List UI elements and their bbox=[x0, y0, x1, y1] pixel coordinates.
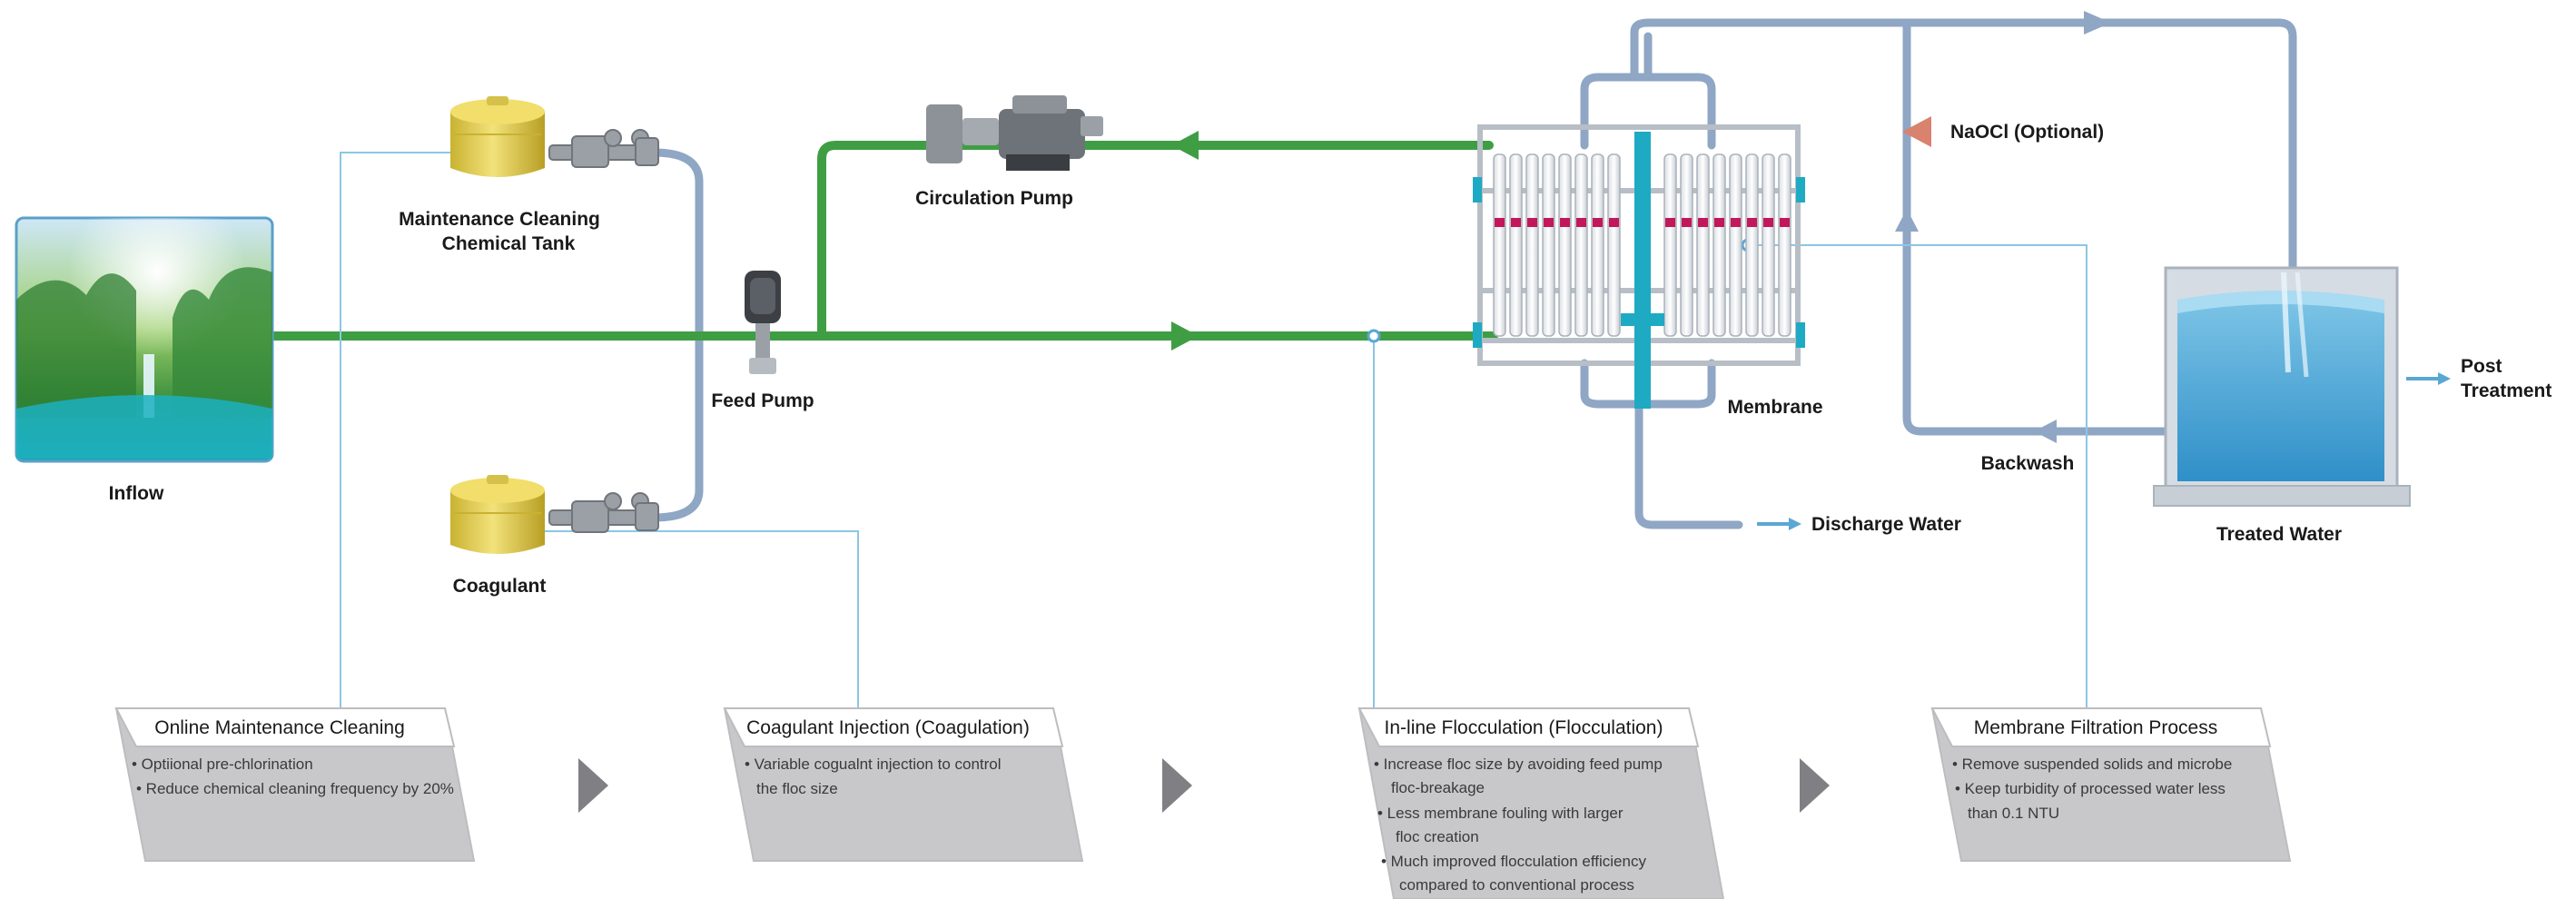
cartridge-cap bbox=[1682, 218, 1692, 227]
label-backwash: Backwash bbox=[1981, 453, 2075, 474]
label-discharge-water: Discharge Water bbox=[1811, 514, 1961, 535]
blue-pipes bbox=[649, 18, 2297, 529]
post-treatment-arrow-icon bbox=[2438, 372, 2451, 385]
membrane-cartridge bbox=[1696, 153, 1710, 337]
label-inflow: Inflow bbox=[109, 483, 164, 504]
step-line: than 0.1 NTU bbox=[1968, 805, 2059, 822]
label-post-treatment-line1: Post bbox=[2461, 356, 2502, 377]
step-line: • Much improved flocculation efficiency bbox=[1381, 853, 1646, 870]
step-line: the floc size bbox=[756, 780, 838, 797]
label-coagulant: Coagulant bbox=[453, 576, 547, 597]
step-title: Online Maintenance Cleaning bbox=[154, 717, 405, 738]
step-arrow-icon bbox=[578, 758, 608, 813]
blue-arrow-left-icon bbox=[2034, 420, 2057, 443]
membrane-cartridge bbox=[1574, 153, 1588, 337]
cartridge-cap bbox=[1747, 218, 1757, 227]
circulation-pump bbox=[926, 95, 1103, 171]
cartridge-cap bbox=[1665, 218, 1675, 227]
step-title: Coagulant Injection (Coagulation) bbox=[746, 717, 1030, 738]
step-card-online-maintenance: Online Maintenance Cleaning • Optiional … bbox=[114, 707, 476, 862]
cartridge-cap bbox=[1527, 218, 1537, 227]
label-naocl: NaOCl (Optional) bbox=[1950, 122, 2104, 143]
step-line: • Reduce chemical cleaning frequency by … bbox=[136, 780, 454, 797]
membrane-cartridge bbox=[1712, 153, 1726, 337]
membrane-cartridge bbox=[1729, 153, 1742, 337]
step-line: floc-breakage bbox=[1391, 779, 1485, 796]
outlet-arrows bbox=[1757, 372, 2451, 530]
label-feed-pump: Feed Pump bbox=[711, 390, 814, 411]
label-maintenance-tank-line2: Chemical Tank bbox=[442, 233, 576, 254]
cartridge-cap bbox=[1495, 218, 1505, 227]
cartridge-cap bbox=[1698, 218, 1708, 227]
membrane-cartridge bbox=[1607, 153, 1621, 337]
cartridge-cap bbox=[1593, 218, 1603, 227]
callout-lines bbox=[340, 152, 2087, 713]
treated-water-tank bbox=[2153, 266, 2411, 507]
step-card-coagulant-injection: Coagulant Injection (Coagulation) • Vari… bbox=[723, 707, 1084, 862]
step-arrow-icon bbox=[1800, 758, 1830, 813]
label-maintenance-tank-line1: Maintenance Cleaning bbox=[399, 209, 600, 230]
cartridge-cap bbox=[1609, 218, 1619, 227]
naocl-marker-icon bbox=[1902, 116, 1931, 147]
step-title: In-line Flocculation (Flocculation) bbox=[1385, 717, 1663, 738]
membrane-module bbox=[1473, 124, 1805, 409]
membrane-cartridge bbox=[1525, 153, 1539, 337]
label-membrane: Membrane bbox=[1727, 397, 1822, 418]
step-line: floc creation bbox=[1396, 828, 1479, 845]
step-card-inline-flocculation: In-line Flocculation (Flocculation) • In… bbox=[1357, 707, 1725, 899]
step-card-membrane-filtration: Membrane Filtration Process • Remove sus… bbox=[1930, 707, 2292, 862]
cartridge-cap bbox=[1763, 218, 1773, 227]
coagulant-tank bbox=[450, 475, 545, 554]
green-arrow-left-icon bbox=[1171, 131, 1199, 160]
cartridge-cap bbox=[1780, 218, 1790, 227]
step-line: • Optiional pre-chlorination bbox=[132, 756, 313, 773]
step-line: • Variable cogualnt injection to control bbox=[745, 756, 1002, 773]
dosing-pump-top bbox=[548, 129, 659, 168]
membrane-cartridge bbox=[1663, 153, 1677, 337]
step-line: • Remove suspended solids and microbe bbox=[1952, 756, 2232, 773]
membrane-cartridge bbox=[1762, 153, 1775, 337]
membrane-cartridge bbox=[1778, 153, 1791, 337]
membrane-cartridge bbox=[1509, 153, 1523, 337]
step-line: • Less membrane fouling with larger bbox=[1377, 805, 1624, 822]
cartridge-cap bbox=[1714, 218, 1724, 227]
membrane-cartridge bbox=[1591, 153, 1604, 337]
cartridge-cap bbox=[1511, 218, 1521, 227]
cartridge-cap bbox=[1576, 218, 1586, 227]
feed-pump bbox=[745, 271, 781, 374]
cartridge-cap bbox=[1731, 218, 1741, 227]
maintenance-chemical-tank bbox=[450, 96, 545, 177]
membrane-cartridge bbox=[1680, 153, 1693, 337]
green-arrow-right-icon bbox=[1171, 321, 1199, 351]
inflow-image bbox=[15, 216, 274, 463]
label-treated-water: Treated Water bbox=[2216, 524, 2342, 545]
step-line: compared to conventional process bbox=[1399, 876, 1634, 894]
step-line: • Keep turbidity of processed water less bbox=[1955, 780, 2226, 797]
cartridge-cap bbox=[1544, 218, 1554, 227]
discharge-arrow-icon bbox=[1789, 518, 1801, 530]
blue-arrow-right-icon bbox=[2084, 11, 2111, 35]
cartridge-cap bbox=[1560, 218, 1570, 227]
green-pipes bbox=[268, 141, 1498, 341]
dosing-pump-bottom bbox=[548, 492, 659, 533]
step-line: • Increase floc size by avoiding feed pu… bbox=[1374, 756, 1663, 773]
membrane-cartridge bbox=[1542, 153, 1555, 337]
step-arrow-icon bbox=[1162, 758, 1192, 813]
step-title: Membrane Filtration Process bbox=[1974, 717, 2217, 738]
membrane-cartridge bbox=[1745, 153, 1759, 337]
membrane-cartridge bbox=[1493, 153, 1506, 337]
blue-arrow-up-icon bbox=[1895, 209, 1919, 232]
label-circulation-pump: Circulation Pump bbox=[915, 188, 1073, 209]
membrane-cartridge bbox=[1558, 153, 1572, 337]
label-post-treatment-line2: Treatment bbox=[2461, 380, 2551, 401]
flow-arrows bbox=[1171, 11, 2111, 443]
